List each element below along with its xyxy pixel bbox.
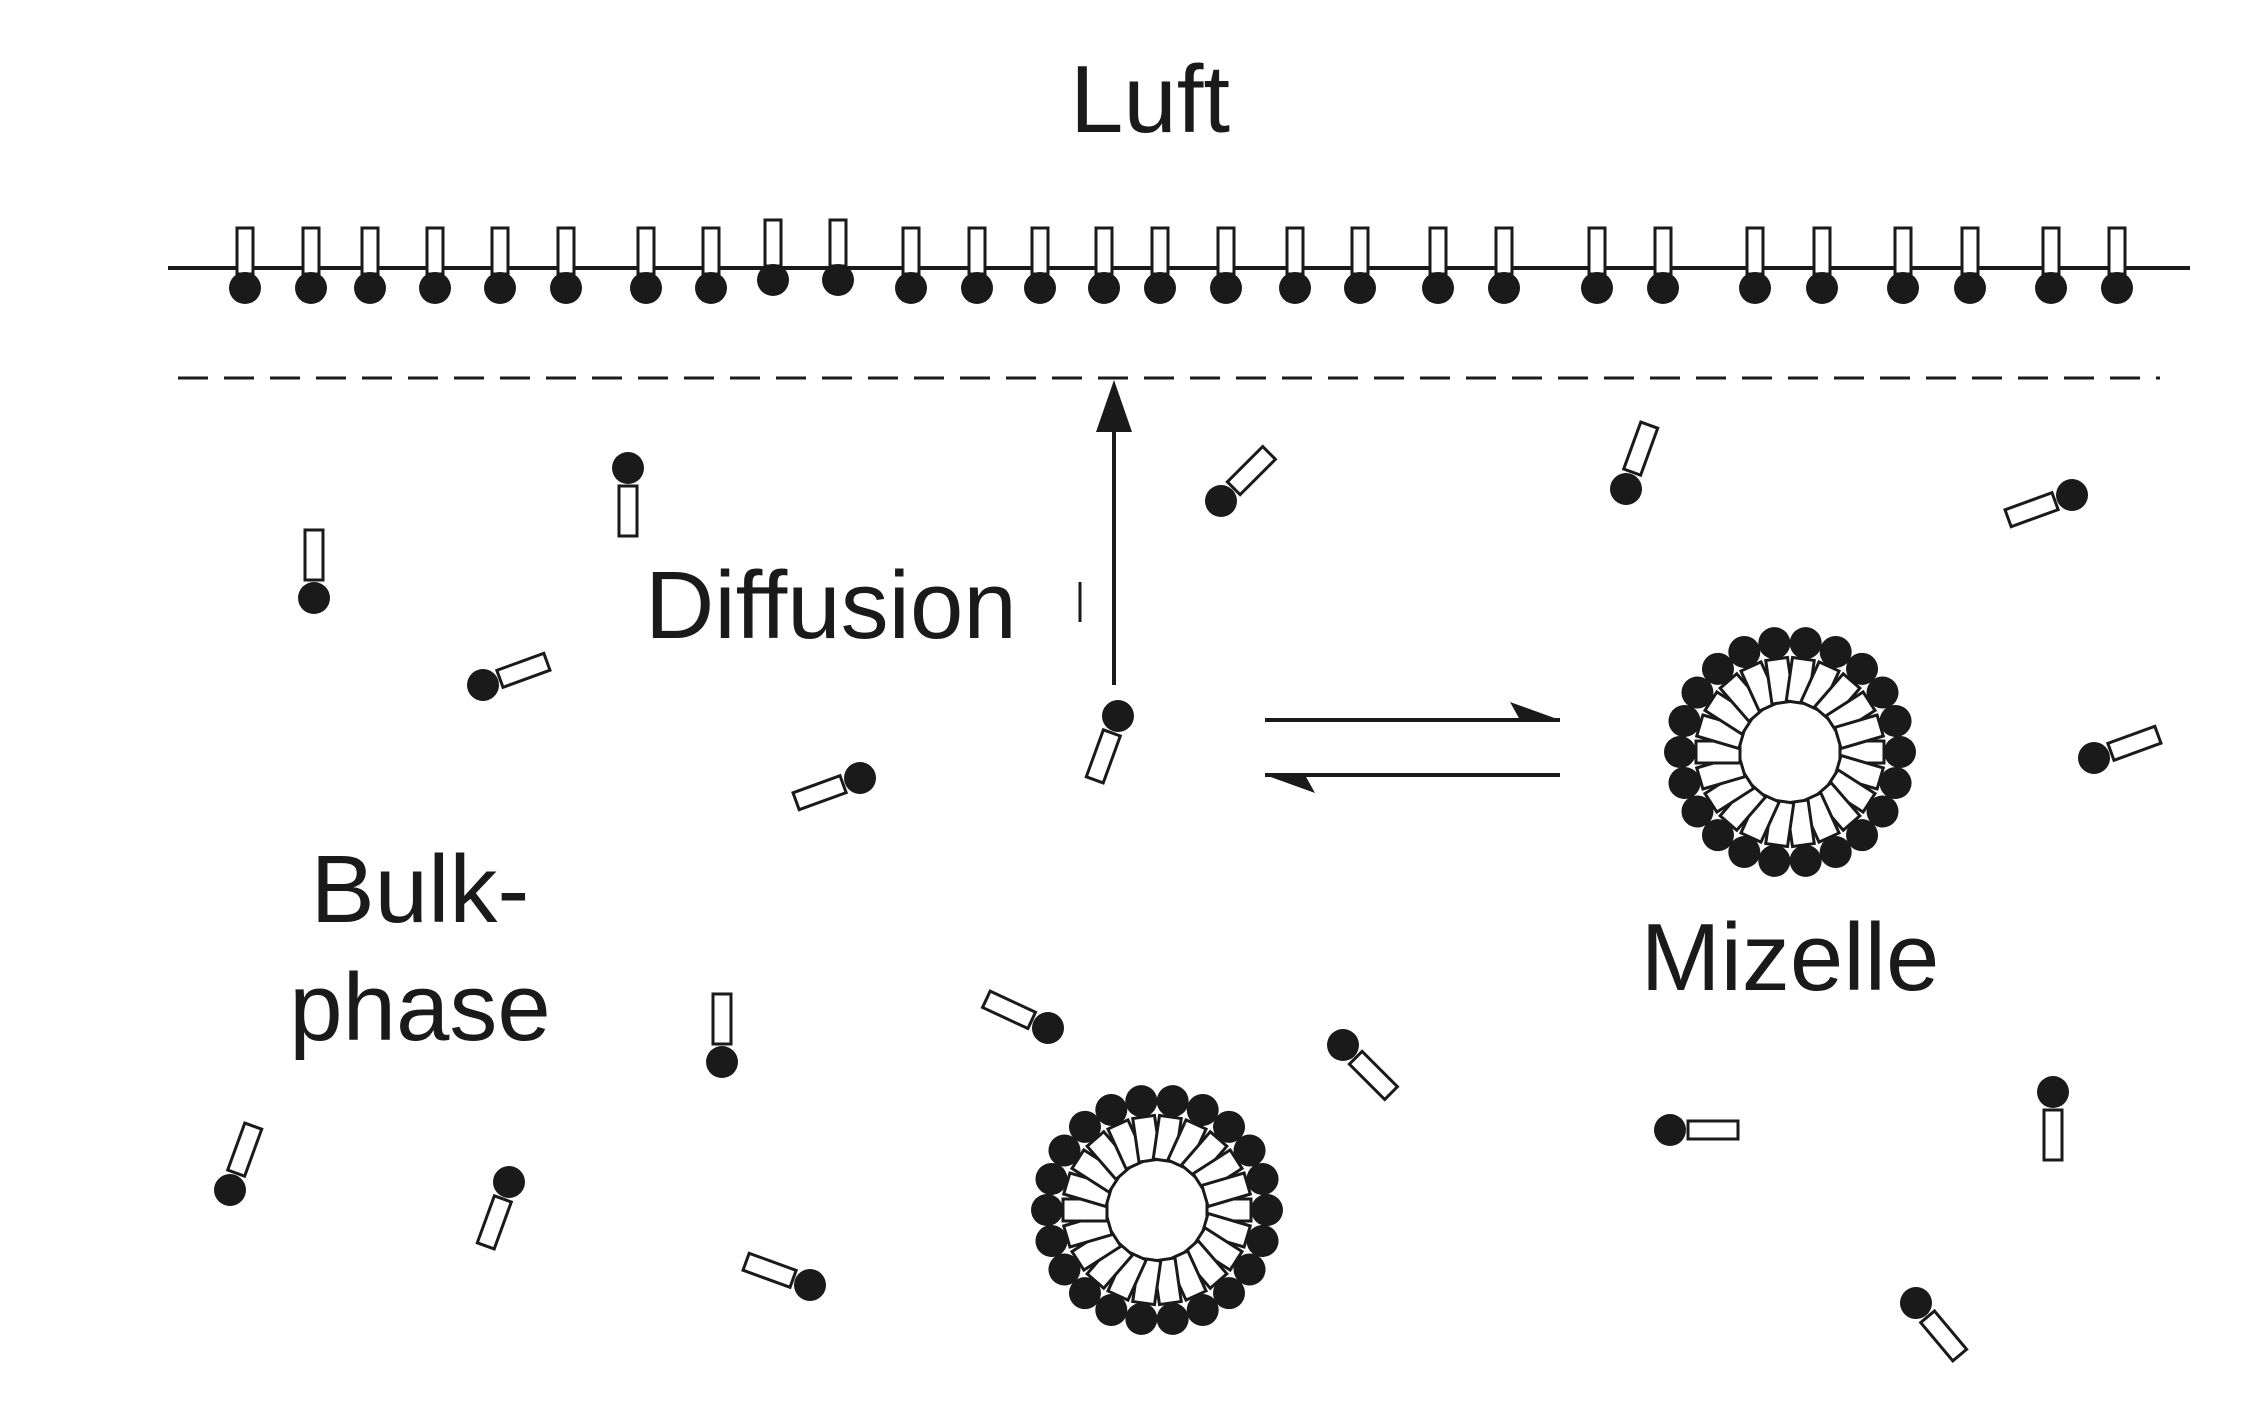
surfactant-molecule — [1200, 1211, 1279, 1257]
surfactant-molecule — [419, 226, 451, 304]
surfactant-molecule — [1344, 226, 1376, 304]
surfactant-molecule — [1488, 226, 1520, 304]
micelle-label: Mizelle — [1640, 904, 1940, 1011]
surfactant-molecule — [822, 218, 854, 296]
surfactant-molecule — [1205, 444, 1278, 517]
surfactant-molecule — [295, 226, 327, 304]
surfactant-molecule — [1701, 652, 1768, 724]
surfactant-molecule — [214, 1121, 264, 1206]
surfactant-molecule — [895, 226, 927, 304]
bulk-phase-label-line2: phase — [289, 954, 551, 1061]
equilibrium-arrows — [1265, 702, 1560, 793]
surfactant-molecule — [1739, 226, 1771, 304]
diffusion-arrow — [1096, 380, 1132, 685]
surfactant-molecule — [1824, 676, 1899, 737]
surfactant-molecule — [1210, 226, 1242, 304]
surfactant-molecule — [1668, 705, 1747, 751]
surfactant-molecule — [741, 1251, 826, 1301]
surfactant-molecule — [1144, 226, 1176, 304]
surfactant-molecule — [1095, 1248, 1149, 1327]
surfactant-molecule — [484, 226, 516, 304]
surfactant-molecule — [1422, 226, 1454, 304]
surfactant-molecule — [550, 226, 582, 304]
surfactant-molecule — [475, 1166, 525, 1251]
surfactant-molecule — [1084, 700, 1134, 785]
surfactant-molecule — [1806, 226, 1838, 304]
diffusion-label: Diffusion — [645, 552, 1017, 659]
surfactant-molecule — [1681, 676, 1756, 737]
surfactant-molecule — [980, 989, 1064, 1044]
surfactant-molecule — [1048, 1134, 1123, 1195]
surfactant-molecule — [2003, 479, 2088, 529]
surfactant-molecule — [229, 226, 261, 304]
surfactant-molecule — [298, 528, 330, 614]
surfactant-molecule — [1024, 226, 1056, 304]
surfactant-molecule — [961, 226, 993, 304]
surfactant-molecule — [630, 226, 662, 304]
surfactant-molecule — [791, 762, 876, 812]
surfactant-molecule — [1833, 753, 1912, 799]
surfactant-molecule — [1200, 1163, 1279, 1209]
air-label: Luft — [1069, 46, 1231, 153]
surfactant-molecule — [1279, 226, 1311, 304]
micelle — [1031, 1085, 1283, 1335]
surfactant-molecule — [2101, 226, 2133, 304]
surfactant-molecule — [1798, 635, 1852, 714]
bulk-phase-label-line1: Bulk- — [310, 836, 530, 943]
surfactant-molecule — [706, 992, 738, 1078]
surfactant-molecule — [757, 218, 789, 296]
micelle — [1664, 627, 1916, 877]
surfactant-molecule — [1824, 767, 1899, 828]
surfactant-molecule — [1151, 1085, 1189, 1164]
surfactant-molecule — [1327, 1029, 1400, 1102]
surfactant-molecule — [612, 452, 644, 538]
surfactant-molecule — [1191, 1134, 1266, 1195]
surfactant-molecule — [1701, 780, 1768, 852]
surfactant-molecule — [695, 226, 727, 304]
surfactant-molecule — [1647, 226, 1679, 304]
surfactant-molecule — [1035, 1163, 1114, 1209]
surfactant-molecule — [1088, 226, 1120, 304]
surfactant-molecule — [1887, 226, 1919, 304]
surfactant-molecule — [1654, 1114, 1740, 1146]
surfactant-molecule — [1833, 705, 1912, 751]
surfactant-molecule — [1728, 635, 1782, 714]
surfactant-molecule — [354, 226, 386, 304]
surfactant-molecule — [1179, 1238, 1246, 1310]
bulk-molecules — [214, 420, 2163, 1363]
surfactant-molecule — [1758, 627, 1796, 706]
surfactant-molecule — [2035, 226, 2067, 304]
surfactant-molecule — [1954, 226, 1986, 304]
surfactant-molecule — [2037, 1076, 2069, 1162]
surfactant-molecule — [467, 651, 552, 701]
surfactant-molecule — [1900, 1287, 1969, 1363]
surfactant-molecule — [1610, 420, 1660, 505]
surfactant-molecule — [2078, 724, 2163, 774]
surfactant-molecule — [1581, 226, 1613, 304]
surface-monolayer — [229, 218, 2133, 304]
